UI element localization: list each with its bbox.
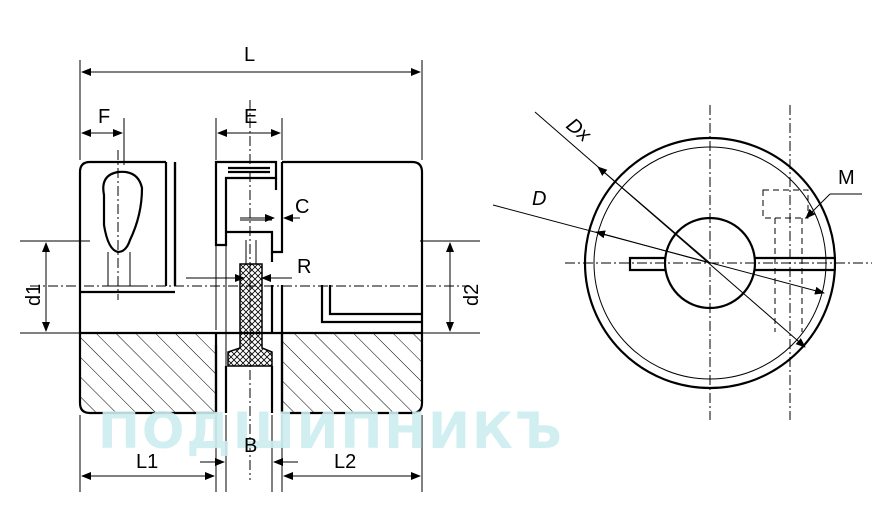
- label-d1: d1: [23, 284, 45, 306]
- label-D: D: [532, 188, 546, 210]
- label-B: B: [244, 435, 257, 457]
- clamp-screw-head: [102, 170, 144, 254]
- label-d2: d2: [461, 284, 483, 306]
- label-L1: L1: [136, 451, 158, 473]
- label-L2: L2: [334, 451, 356, 473]
- label-F: F: [98, 106, 110, 128]
- spider-insert: [227, 263, 273, 367]
- label-E: E: [244, 106, 257, 128]
- left-hub-hatch: [80, 333, 216, 413]
- label-C: C: [295, 196, 309, 218]
- label-L: L: [244, 44, 255, 66]
- watermark: ПОДШИПНИКЪ: [98, 402, 564, 460]
- right-hub-outline: [280, 160, 424, 415]
- label-M: M: [838, 167, 855, 189]
- side-view: [20, 60, 480, 492]
- right-keyway: [320, 285, 422, 324]
- end-view: [492, 105, 872, 420]
- right-hub-hatch: [282, 333, 422, 413]
- label-R: R: [297, 256, 311, 278]
- label-Dx: Dx: [562, 114, 596, 147]
